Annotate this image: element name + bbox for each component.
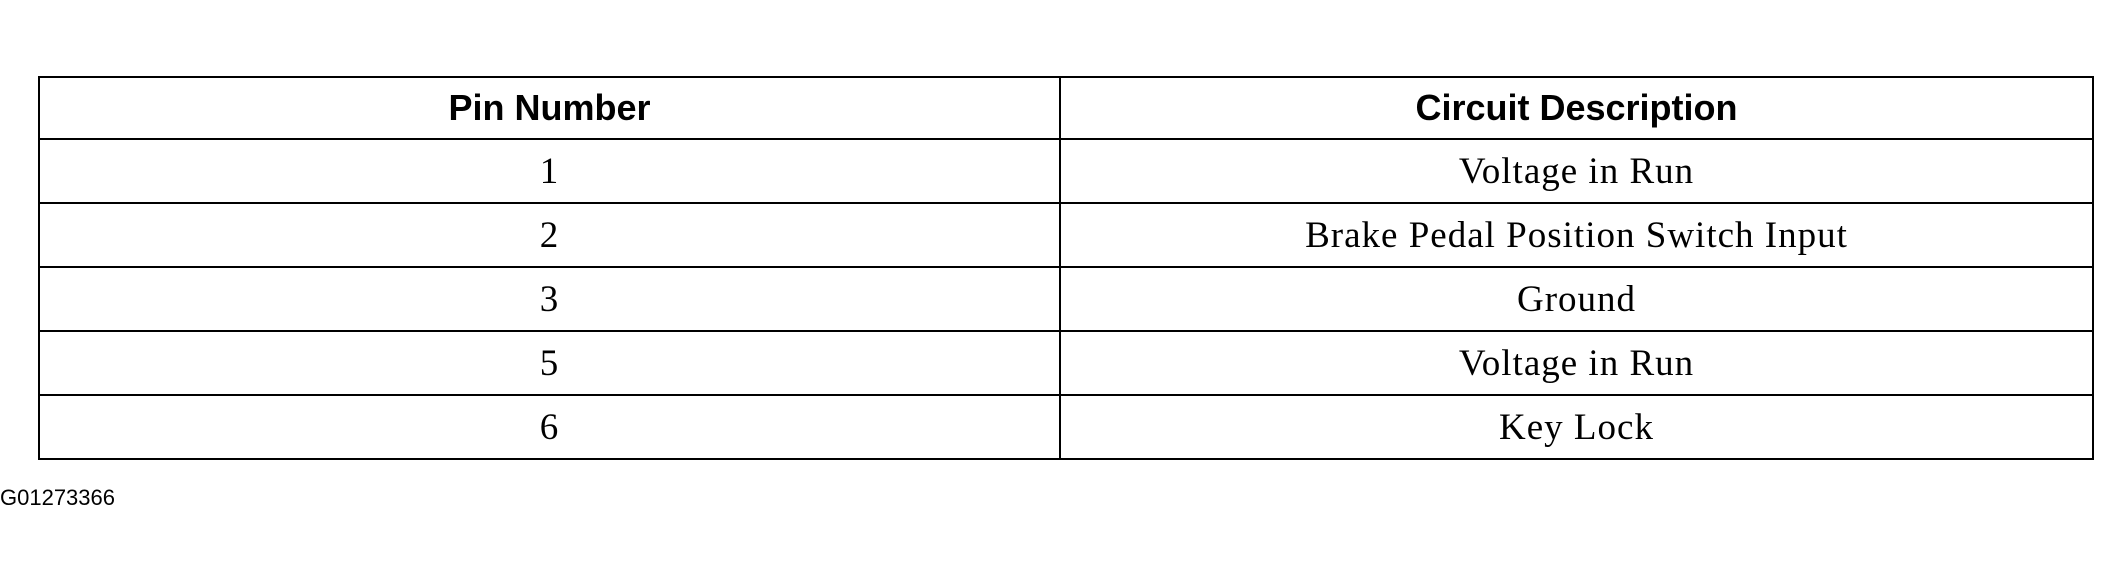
header-pin-number: Pin Number xyxy=(38,76,1061,140)
pin-number-cell: 2 xyxy=(38,202,1061,268)
circuit-description-cell: Brake Pedal Position Switch Input xyxy=(1059,202,2094,268)
pin-number-cell: 5 xyxy=(38,330,1061,396)
pin-number-cell: 6 xyxy=(38,394,1061,460)
circuit-description-cell: Voltage in Run xyxy=(1059,138,2094,204)
circuit-description-cell: Ground xyxy=(1059,266,2094,332)
pin-number-cell: 1 xyxy=(38,138,1061,204)
header-circuit-description: Circuit Description xyxy=(1059,76,2094,140)
table-row: 5 Voltage in Run xyxy=(38,330,2094,396)
table-header-row: Pin Number Circuit Description xyxy=(38,76,2094,140)
pin-circuit-table: Pin Number Circuit Description 1 Voltage… xyxy=(38,76,2094,460)
table-row: 2 Brake Pedal Position Switch Input xyxy=(38,202,2094,268)
circuit-description-cell: Voltage in Run xyxy=(1059,330,2094,396)
table-row: 6 Key Lock xyxy=(38,394,2094,460)
table-row: 1 Voltage in Run xyxy=(38,138,2094,204)
pin-number-cell: 3 xyxy=(38,266,1061,332)
table-row: 3 Ground xyxy=(38,266,2094,332)
circuit-description-cell: Key Lock xyxy=(1059,394,2094,460)
figure-id-label: G01273366 xyxy=(0,485,115,510)
